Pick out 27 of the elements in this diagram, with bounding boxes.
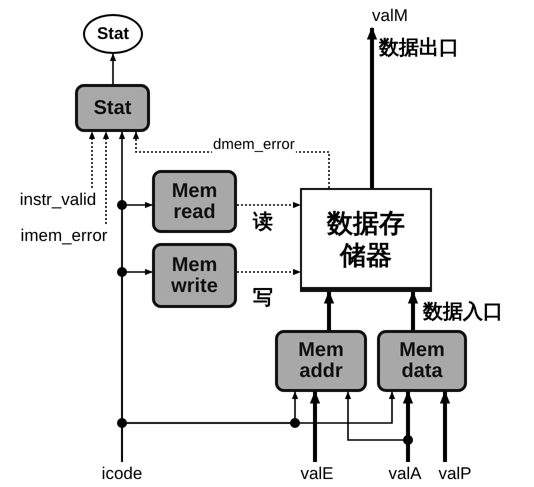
logic-block: Mem read <box>152 170 237 233</box>
signal-label: valE <box>292 462 342 486</box>
memory-box: 数据存储器 <box>300 188 432 292</box>
arrow <box>110 53 116 84</box>
edge-label: dmem_error <box>212 136 296 153</box>
logic-block: Stat <box>75 84 150 132</box>
arrow <box>402 390 414 462</box>
signal-label: icode <box>92 462 152 486</box>
dashed-arrow <box>88 131 96 188</box>
logic-block: Mem addr <box>275 330 367 392</box>
signal-label: imem_error <box>16 224 112 248</box>
signal-label: valP <box>430 462 480 486</box>
arrow <box>366 26 378 188</box>
status-oval: Stat <box>83 14 143 54</box>
arrow <box>310 390 320 462</box>
arrow <box>324 290 334 330</box>
signal-label: valM <box>350 4 430 28</box>
arrow <box>440 390 450 462</box>
dashed-arrow <box>132 131 330 188</box>
signal-label: valA <box>380 462 430 486</box>
dashed-arrow <box>102 131 110 224</box>
arrow <box>408 290 418 330</box>
logic-block: Mem data <box>377 330 467 392</box>
dashed-arrow <box>237 268 301 276</box>
dashed-arrow <box>237 202 301 208</box>
signal-label: instr_valid <box>12 188 104 212</box>
logic-block: Mem write <box>152 243 237 308</box>
